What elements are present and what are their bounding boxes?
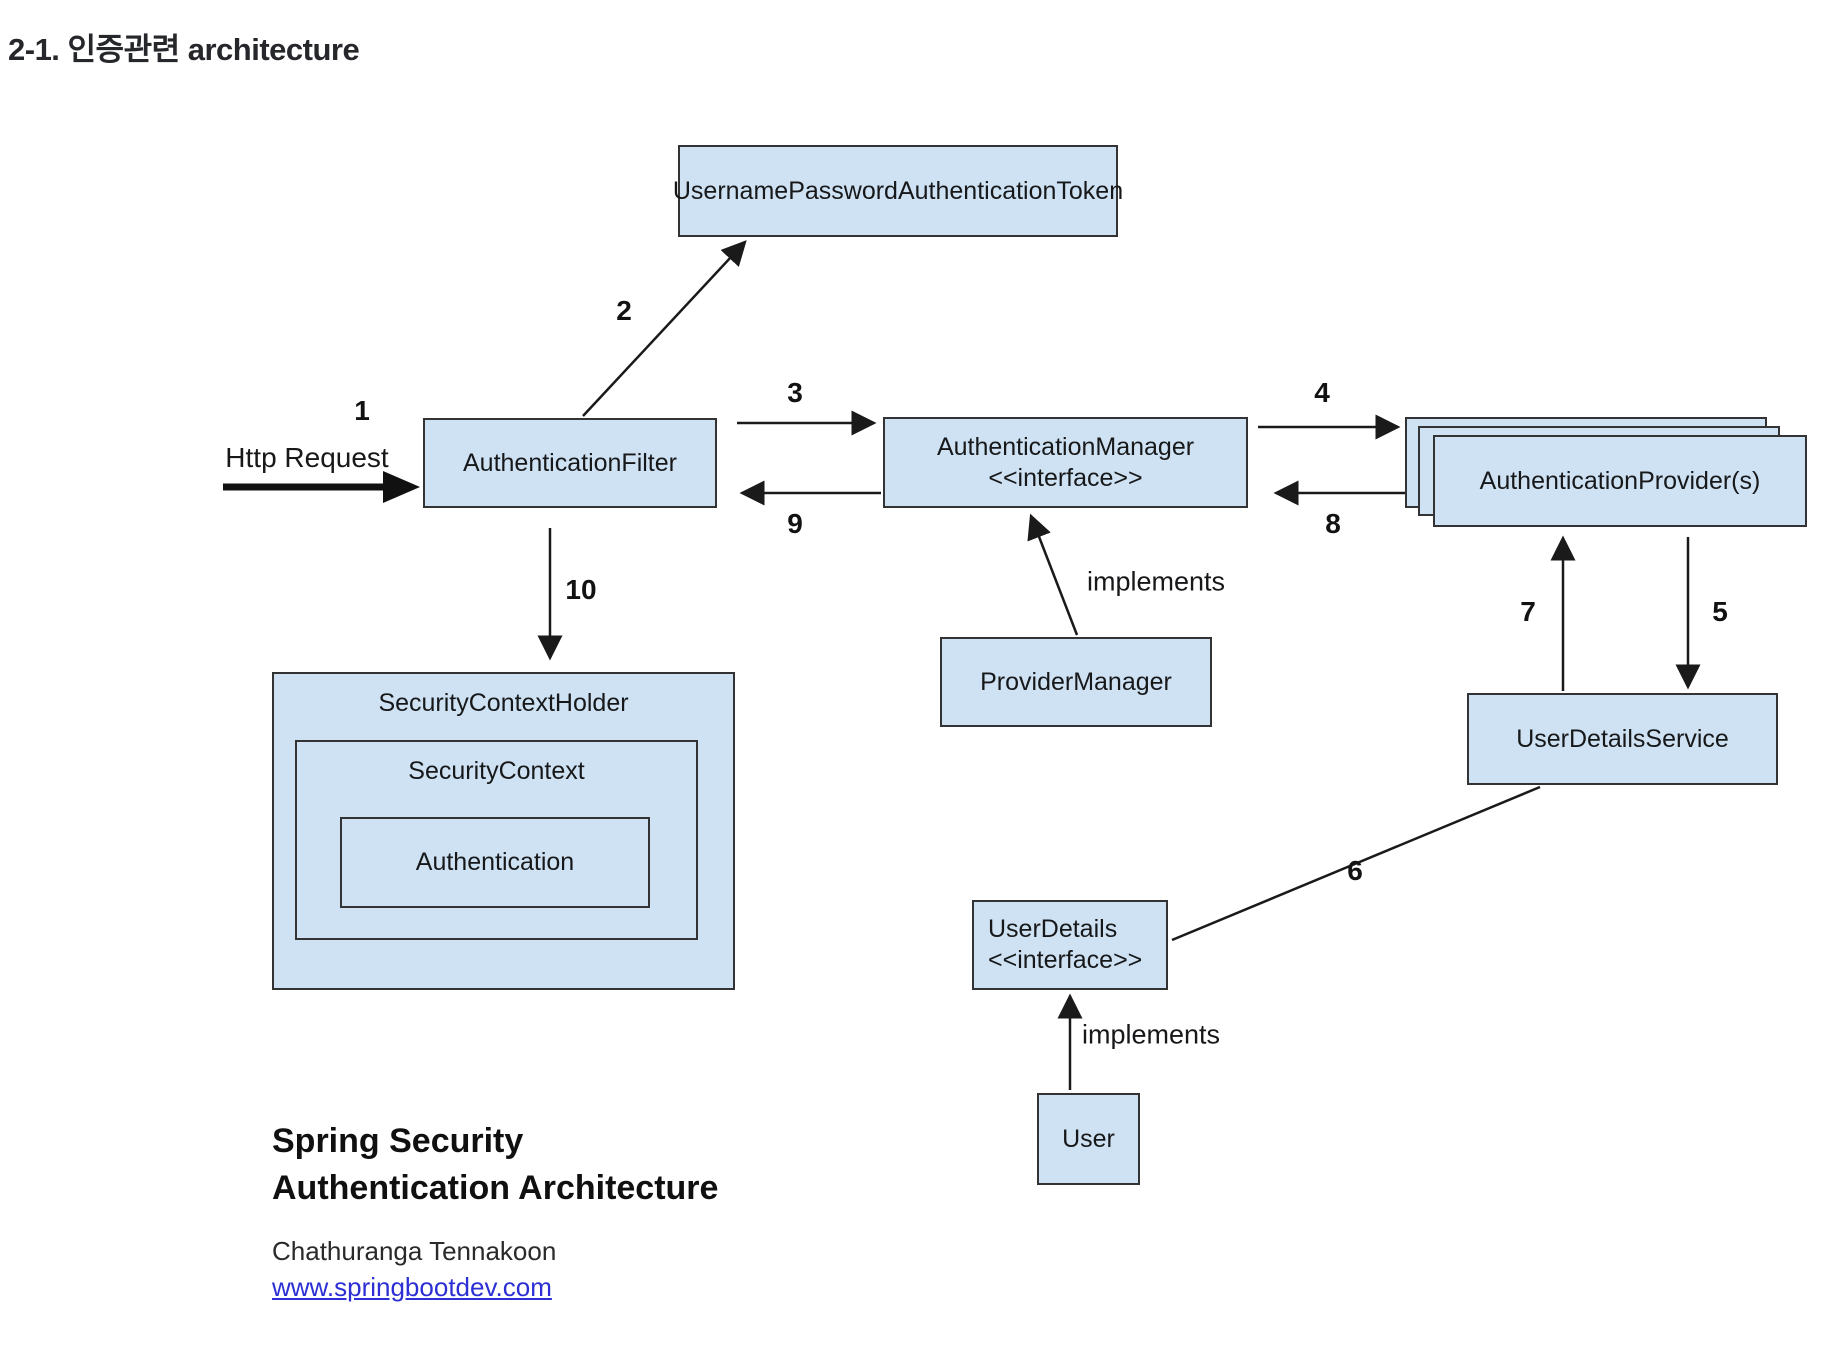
node-username-password-authentication-token: UsernamePasswordAuthenticationToken [673, 145, 1123, 237]
node-label: User [1062, 1124, 1115, 1153]
node-label: AuthenticationFilter [462, 448, 677, 477]
node-label: UserDetailsService [1516, 724, 1729, 753]
diagram-title-line2: Authentication Architecture [272, 1169, 719, 1207]
website-link[interactable]: www.springbootdev.com [272, 1272, 552, 1302]
edge-label-6: 6 [1347, 855, 1363, 886]
author-name: Chathuranga Tennakoon [272, 1236, 557, 1266]
node-label: AuthenticationManager [936, 432, 1195, 461]
node-label: AuthenticationProvider(s) [1479, 466, 1761, 495]
diagram-title-line1: Spring Security [272, 1122, 524, 1160]
edge-label-8: 8 [1325, 508, 1341, 539]
page-title: 2-1. 인증관련 architecture [8, 32, 360, 67]
node-label: SecurityContextHolder [378, 689, 629, 717]
edge-label-1: 1 [354, 395, 370, 426]
edge-label-2: 2 [616, 295, 632, 326]
edge-label-5: 5 [1712, 596, 1728, 627]
edge-label-4: 4 [1314, 377, 1330, 408]
node-user: User [1037, 1093, 1140, 1185]
arrow-1-http-request [223, 471, 420, 503]
diagram-title: Spring Security Authentication Architect… [272, 1118, 718, 1212]
edge-label-7: 7 [1520, 596, 1536, 627]
node-authentication: Authentication [340, 817, 650, 908]
node-stereotype: <<interface>> [988, 946, 1143, 974]
implements-label-top: implements [1087, 566, 1226, 597]
node-user-details-service: UserDetailsService [1467, 693, 1778, 785]
node-authentication-manager: AuthenticationManager <<interface>> [883, 417, 1248, 508]
edge-label-3: 3 [787, 377, 803, 408]
node-authentication-providers: AuthenticationProvider(s) [1433, 435, 1807, 527]
node-label: SecurityContext [408, 757, 585, 785]
node-provider-manager: ProviderManager [940, 637, 1212, 727]
arrow-2 [582, 240, 747, 417]
node-user-details: UserDetails <<interface>> [972, 900, 1168, 990]
node-label: UsernamePasswordAuthenticationToken [672, 176, 1124, 205]
edge-label-10: 10 [565, 574, 597, 605]
edge-label-9: 9 [787, 508, 803, 539]
implements-label-bottom: implements [1082, 1019, 1221, 1050]
node-authentication-filter: AuthenticationFilter [423, 418, 717, 508]
node-label: Authentication [415, 848, 575, 876]
node-label: ProviderManager [980, 667, 1172, 696]
http-request-label: Http Request [225, 442, 389, 473]
node-label: UserDetails [988, 915, 1118, 943]
node-stereotype: <<interface>> [988, 463, 1143, 492]
arrow-implements-top [1027, 513, 1079, 636]
